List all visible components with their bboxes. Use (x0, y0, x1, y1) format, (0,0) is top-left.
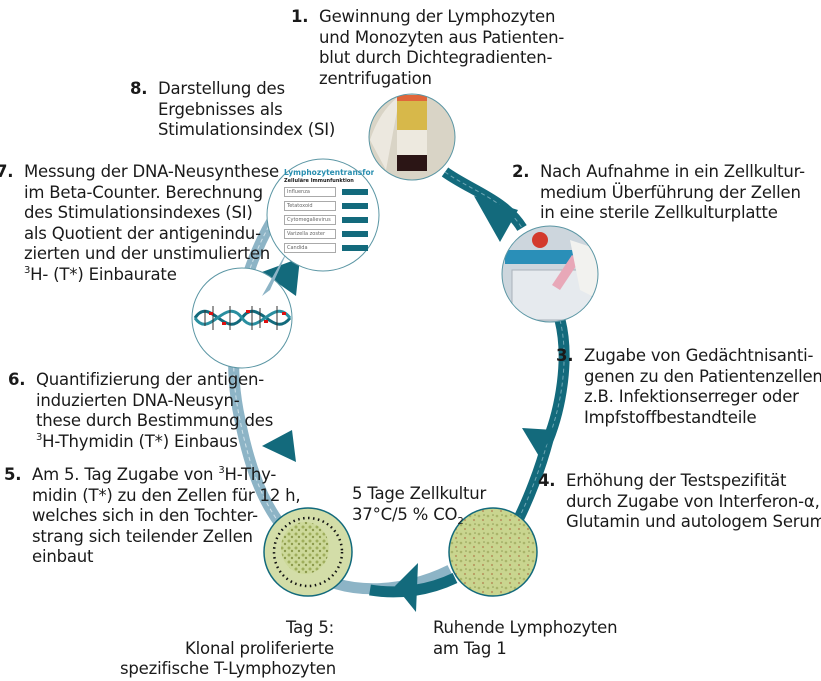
culture-conditions-label: 5 Tage Zellkultur 37°C/5 % CO2 (352, 484, 487, 527)
step-text-line: Quantifizierung der antigen- (36, 370, 264, 389)
report-title: Lymphozytentransfor... (284, 168, 374, 177)
step-text-line: welches sich in den Tochter- (32, 506, 258, 525)
report-row-bar (342, 217, 368, 223)
day1-label-line: am Tag 1 (433, 638, 507, 658)
culture-temperature: 37°C/5 % CO2 (352, 504, 464, 527)
step-1: 1. Gewinnung der Lymphozyten und Monozyt… (291, 7, 565, 89)
day5-label-line: Klonal proliferierte (185, 638, 334, 658)
step-text-line: Messung der DNA-Neusynthese (24, 162, 279, 181)
blood-tube-photo (368, 93, 456, 181)
report-row-bar (342, 203, 368, 209)
step-number: 2. (512, 162, 530, 181)
arrow-head-icon (474, 196, 518, 242)
step-7: 7. Messung der DNA-Neusynthese im Beta-C… (0, 162, 279, 285)
step-text-line: des Stimulationsindexes (SI) (24, 203, 253, 222)
report-row-label: Candida (284, 243, 336, 253)
step-text-line: z.B. Infektionserreger oder (584, 387, 799, 406)
culture-plate-photo (501, 225, 599, 323)
report-row: Influenza (284, 187, 374, 197)
day5-label: Tag 5: Klonal proliferierte spezifische … (120, 618, 336, 680)
step-text-line: induzierten DNA-Neusyn- (36, 390, 240, 410)
resting-lymphocytes-micrograph (448, 507, 538, 597)
step-text-line: und Monozyten aus Patienten- (319, 27, 565, 47)
step-text-line: strang sich teilender Zellen (32, 526, 253, 546)
arrow-head-icon (522, 428, 554, 458)
culture-duration: 5 Tage Zellkultur (352, 484, 487, 503)
step-text-line: in eine sterile Zellkulturplatte (540, 203, 778, 222)
step-text-line: Glutamin und autologem Serum (566, 512, 821, 531)
step-6: 6. Quantifizierung der antigen- induzier… (8, 370, 274, 452)
report-row-bar (342, 231, 368, 237)
step-text-line: Zugabe von Gedächtnisanti- (584, 346, 814, 365)
report-row: Varizella zoster (284, 229, 374, 239)
report-row-bar (342, 245, 368, 251)
step-text-line: midin (T*) zu den Zellen für 12 h, (32, 485, 301, 505)
report-sheet: Lymphozytentransfor... Zelluläre Immunfu… (284, 168, 374, 268)
step-text-line: als Quotient der antigenindu- (24, 223, 261, 243)
step-text-line: blut durch Dichtegradienten- (319, 48, 553, 67)
step-text-line: einbaut (32, 547, 94, 566)
step-number: 6. (8, 370, 26, 389)
step-text-line: Gewinnung der Lymphozyten (319, 7, 556, 26)
step-4: 4. Erhöhung der Testspezifität durch Zug… (538, 471, 821, 533)
report-row: Candida (284, 243, 374, 253)
step-number: 3. (556, 346, 574, 365)
step-text-line: Erhöhung der Testspezifität (566, 471, 787, 490)
arrow-head-icon (395, 563, 418, 612)
step-3: 3. Zugabe von Gedächtnisanti- genen zu d… (556, 346, 821, 428)
step-text-line: durch Zugabe von Interferon-α, (566, 491, 820, 511)
step-text-line: medium Überführung der Zellen (540, 182, 801, 202)
step-text-line: 3H-Thymidin (T*) Einbaus (36, 431, 238, 451)
report-row-label: Varizella zoster (284, 229, 336, 239)
report-row-label: Cytomegalievirus (284, 215, 336, 225)
step-text-line: genen zu den Patientenzellen, (584, 366, 821, 386)
step-text-line: zierten und der unstimulierten (24, 244, 271, 263)
step-text-line: 3H- (T*) Einbaurate (24, 264, 177, 284)
report-row: Tetatoxoid (284, 201, 374, 211)
step-8: 8. Darstellung des Ergebnisses als Stimu… (130, 79, 336, 141)
step-text-line: Impfstoffbestandteile (584, 407, 757, 427)
step-number: 1. (291, 7, 309, 26)
step-2: 2. Nach Aufnahme in ein Zellkultur- medi… (512, 162, 805, 224)
day5-label-line: spezifische T-Lymphozyten (120, 659, 336, 678)
day1-label: Ruhende Lymphozyten am Tag 1 (433, 618, 618, 659)
report-row-label: Influenza (284, 187, 336, 197)
step-text-line: zentrifugation (319, 68, 432, 88)
arrow-head-icon (262, 430, 296, 462)
proliferated-t-cells-micrograph (263, 507, 353, 597)
day5-label-line: Tag 5: (285, 618, 334, 637)
step-number: 5. (4, 465, 22, 484)
arrow-head-icon (262, 258, 300, 296)
step-text-line: Stimulationsindex (SI) (158, 120, 336, 139)
step-number: 4. (538, 471, 556, 490)
step-text-line: Ergebnisses als (158, 99, 283, 119)
day1-label-line: Ruhende Lymphozyten (433, 618, 618, 637)
step-text-line: im Beta-Counter. Berechnung (24, 182, 263, 202)
step-text-line: these durch Bestimmung des (36, 411, 274, 430)
report-row: Cytomegalievirus (284, 215, 374, 225)
step-number: 8. (130, 79, 148, 98)
report-subtitle: Zelluläre Immunfunktion (284, 178, 354, 184)
step-text-line: Darstellung des (158, 79, 285, 98)
report-row-bar (342, 189, 368, 195)
step-text-line: Am 5. Tag Zugabe von 3H-Thy- (32, 465, 277, 484)
report-row-label: Tetatoxoid (284, 201, 336, 211)
step-text-line: Nach Aufnahme in ein Zellkultur- (540, 162, 805, 181)
step-5: 5. Am 5. Tag Zugabe von 3H-Thy- midin (T… (4, 465, 301, 568)
dna-helix-illustration (191, 267, 293, 369)
step-number: 7. (0, 162, 14, 181)
